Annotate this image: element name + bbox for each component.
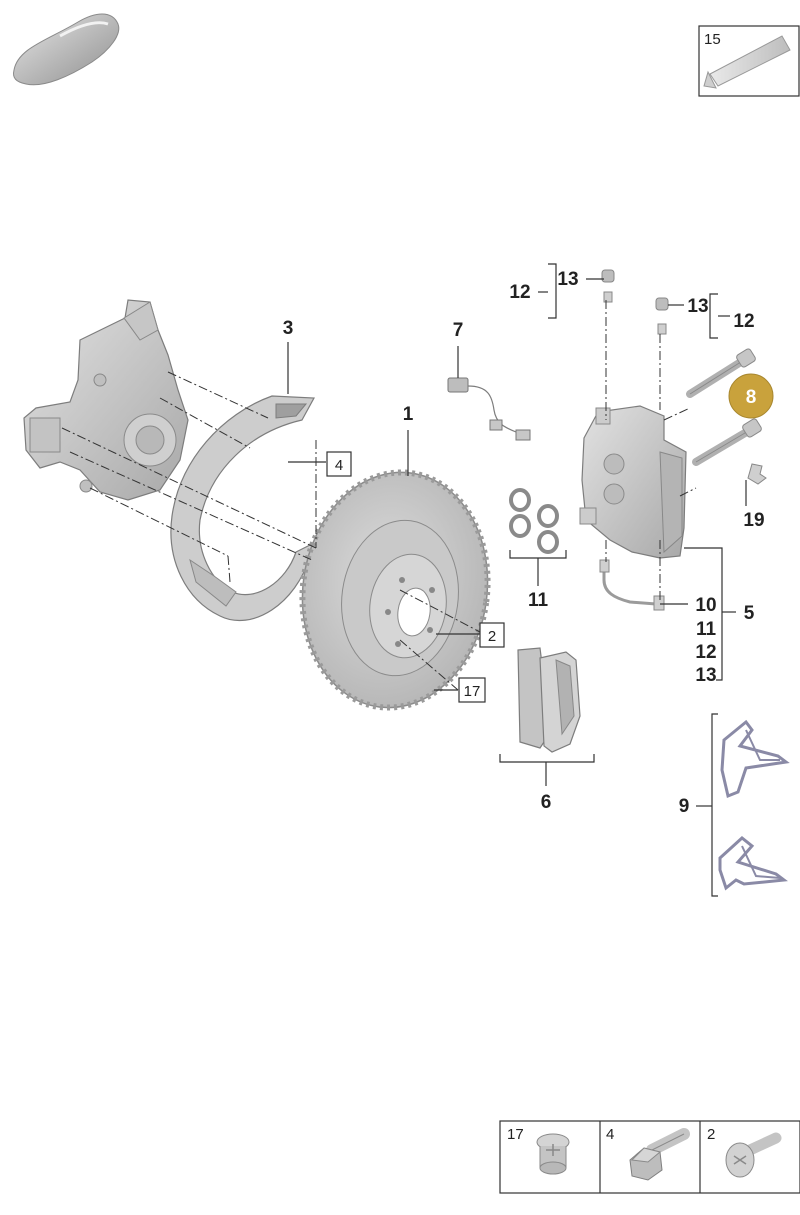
callout-5[interactable]: 5 [744, 603, 755, 624]
fastener-cell-4[interactable]: 4 [606, 1126, 690, 1181]
callout-7[interactable]: 7 [453, 320, 464, 341]
wheel-carrier-part[interactable] [23, 299, 189, 501]
caliper-bolts-part[interactable] [686, 348, 762, 466]
callout-10-caliper[interactable]: 10 [695, 595, 716, 616]
callout-12-caliper[interactable]: 12 [695, 642, 716, 663]
grease-tube-icon [703, 35, 791, 89]
callout-1[interactable]: 1 [403, 404, 414, 425]
fastener-17-label: 17 [507, 1126, 524, 1143]
callout-12-upper-left[interactable]: 12 [509, 282, 530, 303]
alignment-lines [61, 300, 697, 691]
leader-lines [287, 263, 747, 897]
wear-sensor-part[interactable] [447, 377, 531, 441]
brake-disc-part[interactable] [287, 460, 502, 719]
fastener-cell-2[interactable]: 2 [707, 1126, 782, 1178]
countersunk-screw-icon [725, 1132, 782, 1178]
fastener-cell-17[interactable]: 17 [507, 1126, 570, 1175]
brake-line-part[interactable] [599, 559, 665, 611]
boxed-ref-2-label: 2 [488, 628, 496, 645]
callout-11[interactable]: 11 [528, 590, 549, 611]
fastener-table: 17 4 2 [499, 1120, 800, 1194]
part-15-label: 15 [704, 31, 721, 48]
callout-13-upper-right[interactable]: 13 [687, 296, 708, 317]
fastener-4-label: 4 [606, 1126, 614, 1143]
brake-pads-part[interactable] [517, 647, 581, 753]
highlight-badge [728, 373, 774, 419]
callout-8-highlighted[interactable]: 8 [728, 373, 774, 419]
bleed-valve-left-part[interactable] [601, 269, 615, 303]
fastener-2-label: 2 [707, 1126, 715, 1143]
callout-13-caliper[interactable]: 13 [695, 665, 716, 686]
boxed-ref-17[interactable]: 17 [458, 677, 486, 703]
boxed-ref-17-label: 17 [464, 683, 481, 700]
boxed-ref-2[interactable]: 2 [479, 622, 505, 648]
pad-retaining-clip-lower-part[interactable] [718, 836, 788, 891]
boxed-ref-4[interactable]: 4 [326, 451, 352, 477]
callout-13-upper-left[interactable]: 13 [557, 269, 578, 290]
hex-bolt-icon [629, 1128, 690, 1181]
bleed-valve-right-part[interactable] [655, 297, 669, 335]
part-15-box[interactable]: 15 [698, 25, 800, 97]
vehicle-thumbnail-icon [13, 13, 120, 86]
callout-8-label: 8 [746, 387, 757, 408]
brake-caliper-part[interactable] [579, 405, 687, 559]
brake-dust-shield-part[interactable] [170, 395, 318, 622]
callout-12-upper-right[interactable]: 12 [733, 311, 754, 332]
spring-clip-part[interactable] [747, 463, 767, 485]
plug-screw-icon [536, 1133, 570, 1175]
caliper-seals-part[interactable] [509, 488, 559, 554]
callout-11-caliper[interactable]: 11 [696, 619, 717, 640]
boxed-ref-4-label: 4 [335, 457, 343, 474]
callout-19[interactable]: 19 [743, 510, 764, 531]
callout-9[interactable]: 9 [679, 796, 690, 817]
callout-6[interactable]: 6 [541, 792, 552, 813]
pad-retaining-clip-upper-part[interactable] [720, 719, 790, 799]
callout-3[interactable]: 3 [283, 318, 294, 339]
